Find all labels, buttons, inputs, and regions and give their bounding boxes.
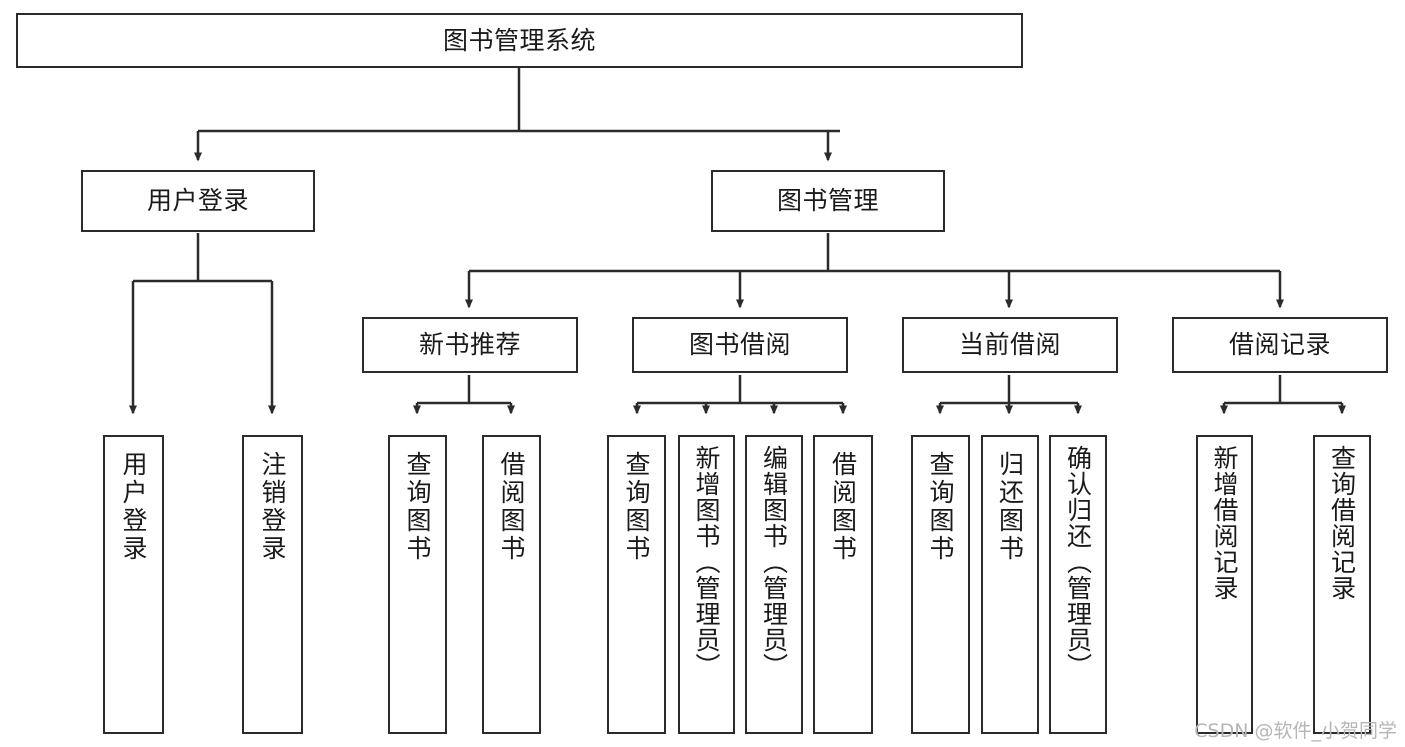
node-book-borrow-label: 图书借阅 bbox=[688, 330, 791, 360]
node-user-login[interactable]: 用户登录 bbox=[81, 170, 315, 232]
node-root-label: 图书管理系统 bbox=[442, 25, 596, 55]
node-book-borrow[interactable]: 图书借阅 bbox=[632, 317, 848, 373]
node-user-login-label: 用户登录 bbox=[146, 186, 249, 216]
leaf-user-login-logout[interactable]: 注销登录 bbox=[242, 435, 303, 734]
node-book-management[interactable]: 图书管理 bbox=[711, 170, 945, 232]
node-book-management-label: 图书管理 bbox=[776, 186, 879, 216]
leaf-borrow-add-book-admin-label: 新增图书（管理员） bbox=[692, 445, 721, 679]
csdn-watermark: CSDN @软件_小贺同学 bbox=[1194, 720, 1397, 742]
node-borrow-record-label: 借阅记录 bbox=[1228, 330, 1331, 360]
leaf-borrow-borrow-book-label: 借阅图书 bbox=[828, 451, 858, 563]
node-new-book-recommend[interactable]: 新书推荐 bbox=[362, 317, 578, 373]
leaf-current-query-book[interactable]: 查询图书 bbox=[911, 435, 970, 734]
leaf-borrow-query-book[interactable]: 查询图书 bbox=[607, 435, 666, 734]
leaf-new-book-borrow[interactable]: 借阅图书 bbox=[482, 435, 541, 734]
leaf-borrow-query-book-label: 查询图书 bbox=[622, 451, 651, 563]
node-root-library-system[interactable]: 图书管理系统 bbox=[16, 13, 1023, 68]
leaf-borrow-edit-book-admin[interactable]: 编辑图书（管理员） bbox=[745, 435, 803, 734]
leaf-new-book-query-label: 查询图书 bbox=[403, 451, 432, 563]
node-current-borrow-label: 当前借阅 bbox=[958, 330, 1061, 360]
leaf-user-login-logout-label: 注销登录 bbox=[258, 451, 287, 563]
leaf-borrow-add-book-admin[interactable]: 新增图书（管理员） bbox=[678, 435, 735, 734]
leaf-borrow-edit-book-admin-label: 编辑图书（管理员） bbox=[759, 445, 789, 679]
node-borrow-record[interactable]: 借阅记录 bbox=[1172, 317, 1388, 373]
leaf-borrow-borrow-book[interactable]: 借阅图书 bbox=[813, 435, 873, 734]
leaf-current-confirm-return-admin[interactable]: 确认归还（管理员） bbox=[1049, 435, 1107, 734]
leaf-current-query-book-label: 查询图书 bbox=[926, 451, 955, 563]
leaf-record-query-record[interactable]: 查询借阅记录 bbox=[1313, 435, 1371, 734]
leaf-record-add-record-label: 新增借阅记录 bbox=[1210, 445, 1239, 601]
leaf-current-confirm-return-admin-label: 确认归还（管理员） bbox=[1063, 445, 1093, 679]
node-current-borrow[interactable]: 当前借阅 bbox=[902, 317, 1118, 373]
leaf-current-return-book-label: 归还图书 bbox=[995, 451, 1025, 563]
node-new-book-recommend-label: 新书推荐 bbox=[418, 330, 521, 360]
leaf-user-login-login[interactable]: 用户登录 bbox=[103, 435, 164, 734]
leaf-record-add-record[interactable]: 新增借阅记录 bbox=[1196, 435, 1253, 734]
leaf-record-query-record-label: 查询借阅记录 bbox=[1327, 445, 1357, 601]
leaf-new-book-query[interactable]: 查询图书 bbox=[388, 435, 447, 734]
leaf-user-login-login-label: 用户登录 bbox=[119, 451, 148, 563]
leaf-current-return-book[interactable]: 归还图书 bbox=[981, 435, 1039, 734]
leaf-new-book-borrow-label: 借阅图书 bbox=[497, 451, 526, 563]
